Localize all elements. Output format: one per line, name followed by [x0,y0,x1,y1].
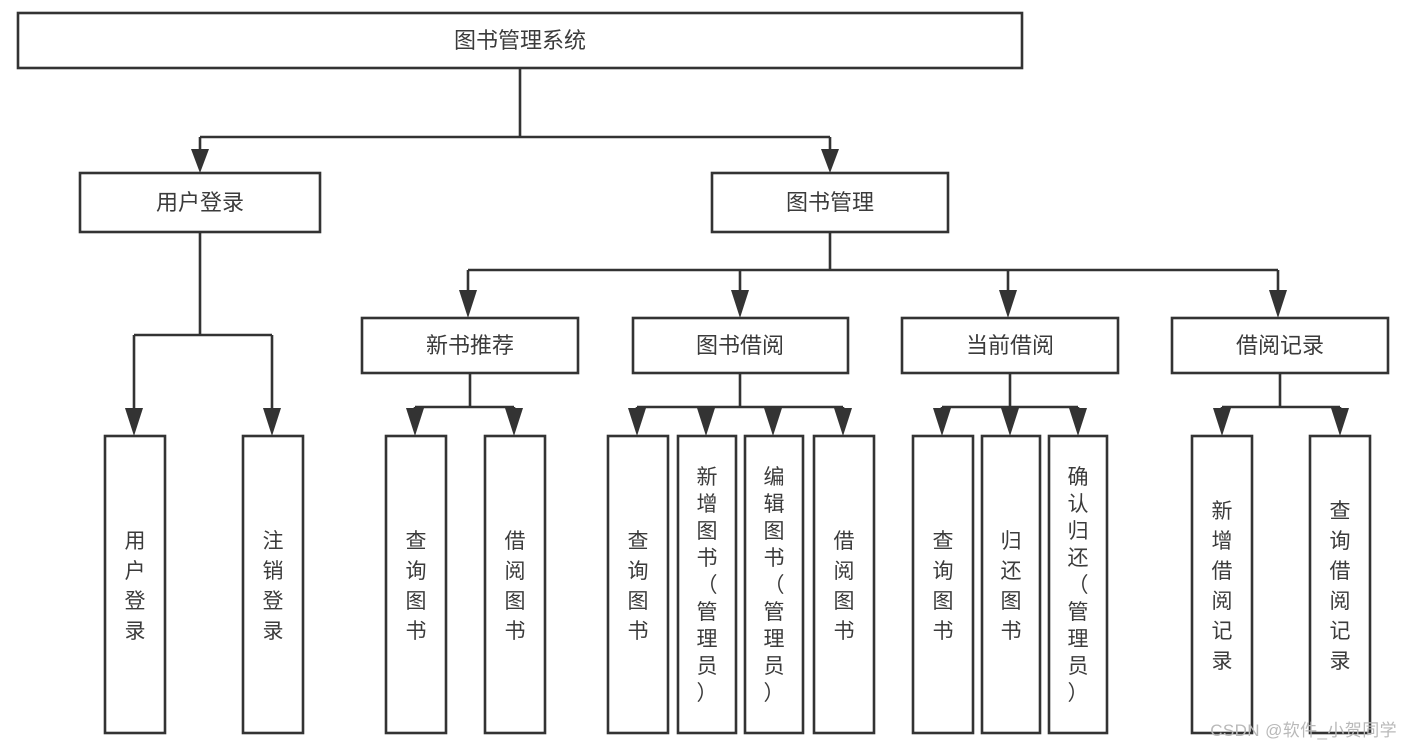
arrowhead-book-borrow [731,290,749,318]
node-leaf-confirm-return-admin[interactable]: 确认归还（管理员） [1047,434,1109,735]
node-leaf-user-login-label: 用户登录 [125,530,146,643]
node-leaf-query-book-3-label: 查询图书 [933,530,954,643]
arrowhead-leaf-11 [1069,408,1087,436]
node-leaf-logout-box[interactable] [241,434,305,735]
arrowhead-leaf-10 [1001,408,1019,436]
connector-layer [125,68,1349,436]
node-leaf-query-book-3[interactable]: 查询图书 [911,434,975,735]
node-leaf-add-book-admin-box[interactable] [676,434,738,735]
arrowhead-leaf-5 [628,408,646,436]
arrowhead-current-borrow [999,290,1017,318]
node-root[interactable]: 图书管理系统 [16,11,1024,70]
node-leaf-query-book-3-box[interactable] [911,434,975,735]
arrowhead-leaf-9 [933,408,951,436]
node-leaf-edit-book-admin-box[interactable] [743,434,805,735]
node-book-borrow-label: 图书借阅 [696,333,784,358]
node-book-management[interactable]: 图书管理 [710,171,950,234]
node-borrow-record-label: 借阅记录 [1236,333,1324,358]
node-book-borrow[interactable]: 图书借阅 [631,316,850,375]
arrowhead-borrow-record [1269,290,1287,318]
node-leaf-borrow-book-1[interactable]: 借阅图书 [483,434,547,735]
node-leaf-add-book-admin-label: 新增图书（管理员） [697,466,718,705]
node-book-management-label: 图书管理 [786,190,874,215]
node-leaf-confirm-return-admin-box[interactable] [1047,434,1109,735]
node-leaf-logout-label: 注销登录 [263,530,284,643]
leaf-node-group: 用户登录 注销登录 查询图书 借阅图书 查询图书 新增图书（管理员） [103,434,1372,735]
node-user-login-box[interactable] [78,171,322,234]
node-book-borrow-box[interactable] [631,316,850,375]
node-current-borrow-box[interactable] [900,316,1120,375]
node-leaf-borrow-book-2-label: 借阅图书 [834,530,855,643]
node-leaf-query-book-2[interactable]: 查询图书 [606,434,670,735]
node-leaf-add-book-admin[interactable]: 新增图书（管理员） [676,434,738,735]
node-leaf-query-book-2-box[interactable] [606,434,670,735]
arrowhead-book-mgmt [821,149,839,173]
node-leaf-query-book-1-label: 查询图书 [406,530,427,643]
node-borrow-record[interactable]: 借阅记录 [1170,316,1390,375]
node-new-book-recommend-label: 新书推荐 [426,333,514,358]
node-leaf-return-book-label: 归还图书 [1001,530,1022,643]
node-leaf-query-borrow-record[interactable]: 查询借阅记录 [1308,434,1372,735]
node-root-box[interactable] [16,11,1024,70]
node-leaf-add-borrow-record-box[interactable] [1190,434,1254,735]
node-borrow-record-box[interactable] [1170,316,1390,375]
node-leaf-borrow-book-1-box[interactable] [483,434,547,735]
node-leaf-borrow-book-2[interactable]: 借阅图书 [812,434,876,735]
node-leaf-confirm-return-admin-label: 确认归还（管理员） [1068,466,1089,705]
node-user-login-label: 用户登录 [156,190,244,215]
arrowhead-leaf-1 [125,408,143,436]
node-leaf-return-book[interactable]: 归还图书 [980,434,1042,735]
node-user-login[interactable]: 用户登录 [78,171,322,234]
node-leaf-edit-book-admin[interactable]: 编辑图书（管理员） [743,434,805,735]
arrowhead-new-book-rec [459,290,477,318]
node-leaf-edit-book-admin-label: 编辑图书（管理员） [764,466,785,705]
node-leaf-logout[interactable]: 注销登录 [241,434,305,735]
node-leaf-add-borrow-record-label: 新增借阅记录 [1212,500,1233,673]
node-new-book-recommend[interactable]: 新书推荐 [360,316,580,375]
node-leaf-return-book-box[interactable] [980,434,1042,735]
arrowhead-leaf-6 [697,408,715,436]
node-leaf-user-login-box[interactable] [103,434,167,735]
node-leaf-query-book-1-box[interactable] [384,434,448,735]
node-leaf-add-borrow-record[interactable]: 新增借阅记录 [1190,434,1254,735]
arrowhead-leaf-8 [834,408,852,436]
node-leaf-query-book-1[interactable]: 查询图书 [384,434,448,735]
arrowhead-leaf-2 [263,408,281,436]
arrowhead-leaf-3 [406,408,424,436]
node-current-borrow[interactable]: 当前借阅 [900,316,1120,375]
arrowhead-leaf-13 [1331,408,1349,436]
arrowhead-leaf-7 [764,408,782,436]
node-leaf-user-login[interactable]: 用户登录 [103,434,167,735]
node-new-book-recommend-box[interactable] [360,316,580,375]
node-leaf-query-borrow-record-label: 查询借阅记录 [1330,500,1351,673]
node-leaf-query-borrow-record-box[interactable] [1308,434,1372,735]
node-leaf-borrow-book-1-label: 借阅图书 [505,530,526,643]
node-current-borrow-label: 当前借阅 [966,333,1054,358]
arrowhead-leaf-12 [1213,408,1231,436]
node-leaf-query-book-2-label: 查询图书 [628,530,649,643]
node-root-label: 图书管理系统 [454,28,586,53]
node-book-management-box[interactable] [710,171,950,234]
arrowhead-user-login [191,149,209,173]
arrowhead-leaf-4 [505,408,523,436]
node-leaf-borrow-book-2-box[interactable] [812,434,876,735]
